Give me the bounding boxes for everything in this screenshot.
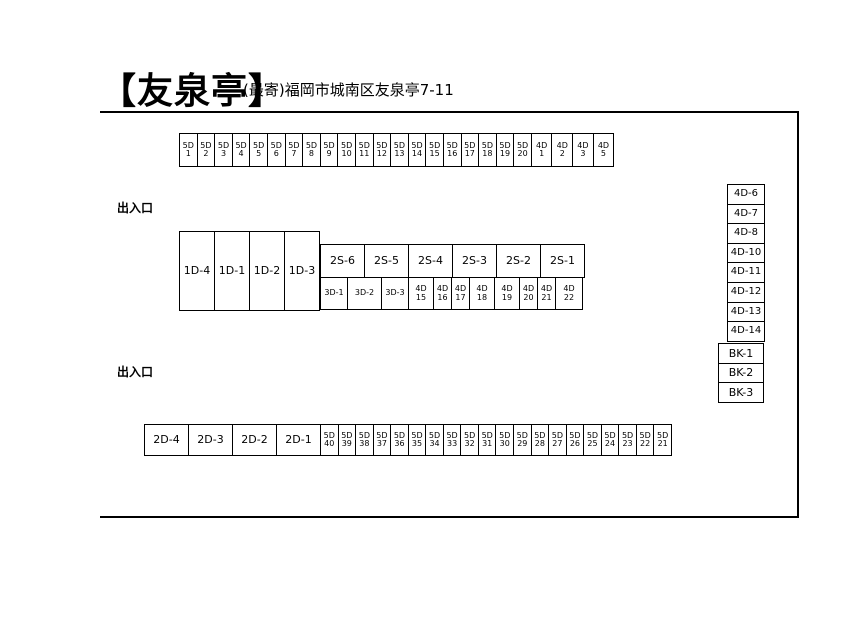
parking-space: 5D 30 bbox=[495, 424, 515, 456]
parking-space: 5D 31 bbox=[477, 424, 497, 456]
parking-space: 2D-3 bbox=[188, 424, 233, 456]
parking-space: 4D 19 bbox=[494, 277, 520, 310]
parking-space: 4D 3 bbox=[572, 133, 594, 167]
bike-space: BK-1 bbox=[718, 343, 764, 364]
parking-space-large: 1D-1 bbox=[214, 231, 250, 311]
bike-space: BK-2 bbox=[718, 362, 764, 384]
parking-space: 4D-13 bbox=[727, 301, 765, 323]
parking-space: 5D 7 bbox=[284, 133, 304, 167]
address-subtitle: (最寄)福岡市城南区友泉亭7-11 bbox=[243, 81, 454, 99]
parking-space: 5D 13 bbox=[390, 133, 409, 167]
parking-space: 2D-4 bbox=[144, 424, 189, 456]
parking-space: 2D-1 bbox=[276, 424, 321, 456]
page-title: 【友泉亭】 bbox=[100, 71, 286, 112]
parking-space-large: 1D-3 bbox=[284, 231, 320, 311]
parking-space-large: 1D-2 bbox=[249, 231, 285, 311]
parking-space: 5D 26 bbox=[565, 424, 585, 456]
parking-space: 5D 38 bbox=[355, 424, 374, 456]
parking-space: 5D 10 bbox=[337, 133, 356, 167]
parking-space: 4D-12 bbox=[727, 281, 765, 303]
parking-space: 4D 17 bbox=[451, 277, 470, 310]
parking-space: 4D 15 bbox=[408, 277, 434, 310]
parking-space: 4D-8 bbox=[727, 223, 765, 244]
parking-space: 5D 29 bbox=[513, 424, 532, 456]
parking-space: 4D 16 bbox=[433, 277, 452, 310]
parking-space: 2D-2 bbox=[232, 424, 277, 456]
parking-space: 5D 19 bbox=[495, 133, 515, 167]
parking-space: 5D 25 bbox=[583, 424, 602, 456]
parking-space: 4D 22 bbox=[555, 277, 583, 310]
parking-space: 5D 14 bbox=[407, 133, 427, 167]
parking-space: 5D 23 bbox=[618, 424, 637, 456]
parking-space: 5D 36 bbox=[390, 424, 409, 456]
parking-space: 5D 15 bbox=[425, 133, 444, 167]
parking-space: 4D-6 bbox=[727, 184, 765, 205]
parking-space: 5D 8 bbox=[302, 133, 321, 167]
parking-space: 5D 18 bbox=[478, 133, 497, 167]
parking-space: 5D 39 bbox=[337, 424, 357, 456]
parking-space: 4D 21 bbox=[537, 277, 556, 310]
parking-space: 2S-4 bbox=[408, 244, 453, 278]
parking-space: 2S-5 bbox=[364, 244, 409, 278]
parking-space: 3D-1 bbox=[320, 277, 348, 310]
parking-space: 4D-14 bbox=[727, 321, 765, 342]
parking-space: 5D 32 bbox=[460, 424, 479, 456]
parking-space: 5D 28 bbox=[530, 424, 550, 456]
parking-space: 5D 9 bbox=[319, 133, 339, 167]
parking-space: 4D-11 bbox=[727, 262, 765, 283]
parking-space: 5D 21 bbox=[653, 424, 672, 456]
parking-space: 5D 2 bbox=[196, 133, 216, 167]
parking-space: 5D 22 bbox=[635, 424, 655, 456]
parking-space: 2S-6 bbox=[320, 244, 365, 278]
parking-space: 2S-1 bbox=[540, 244, 585, 278]
bike-space: BK-3 bbox=[718, 382, 764, 403]
parking-space: 4D 5 bbox=[592, 133, 615, 167]
parking-space: 4D 2 bbox=[551, 133, 574, 167]
parking-space: 5D 1 bbox=[179, 133, 198, 167]
parking-space: 4D 1 bbox=[530, 133, 553, 167]
parking-space: 5D 37 bbox=[372, 424, 392, 456]
parking-space: 4D-7 bbox=[727, 203, 765, 225]
parking-space: 5D 4 bbox=[231, 133, 251, 167]
parking-space: 5D 11 bbox=[354, 133, 374, 167]
parking-space: 5D 35 bbox=[407, 424, 427, 456]
parking-space: 5D 40 bbox=[320, 424, 339, 456]
parking-space: 5D 27 bbox=[548, 424, 567, 456]
parking-space: 3D-2 bbox=[347, 277, 382, 310]
parking-space: 2S-3 bbox=[452, 244, 497, 278]
parking-space: 2S-2 bbox=[496, 244, 541, 278]
parking-space: 5D 12 bbox=[372, 133, 392, 167]
parking-space: 5D 33 bbox=[442, 424, 462, 456]
parking-space: 5D 34 bbox=[425, 424, 444, 456]
parking-space: 3D-3 bbox=[381, 277, 409, 310]
entrance-label-upper: 出入口 bbox=[117, 201, 154, 215]
entrance-label-lower: 出入口 bbox=[117, 365, 154, 379]
parking-space-large: 1D-4 bbox=[179, 231, 215, 311]
parking-space: 5D 24 bbox=[600, 424, 620, 456]
parking-space: 5D 6 bbox=[266, 133, 286, 167]
parking-space: 5D 16 bbox=[442, 133, 462, 167]
parking-space: 4D 18 bbox=[469, 277, 495, 310]
parking-space: 5D 5 bbox=[249, 133, 268, 167]
parking-space: 4D 20 bbox=[519, 277, 538, 310]
parking-space: 5D 3 bbox=[214, 133, 233, 167]
parking-space: 5D 20 bbox=[513, 133, 532, 167]
parking-space: 5D 17 bbox=[460, 133, 480, 167]
parking-space: 4D-10 bbox=[727, 242, 765, 264]
lot-boundary bbox=[100, 111, 799, 518]
